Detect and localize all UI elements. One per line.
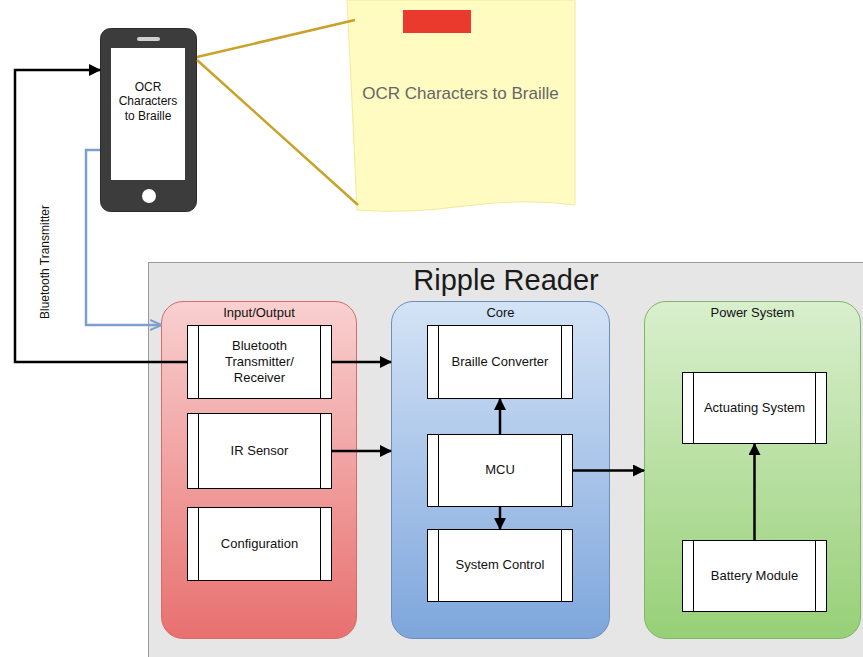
box-label: Braille Converter [452,354,549,370]
process-box: System Control [427,529,573,602]
box-label: Configuration [221,536,298,552]
box-label: MCU [485,462,515,478]
group-heading: Input/Output [162,305,356,321]
system-frame: Ripple ReaderInput/OutputBluetooth Trans… [148,262,863,657]
callout-line [197,60,358,205]
process-box: IR Sensor [187,413,332,489]
group-heading: Core [392,305,609,321]
core-group: CoreBraille ConverterMCU System Control [391,301,610,639]
group-heading: Power System [708,305,798,321]
power-group: Power SystemActuating SystemBattery Modu… [644,301,861,639]
process-box: MCU [427,434,573,507]
callout-line [197,20,355,57]
process-box: Bluetooth Transmitter/ Receiver [187,325,332,399]
box-label: IR Sensor [231,443,289,459]
note-text: OCR Characters to Braille [353,84,568,104]
io-group: Input/OutputBluetooth Transmitter/ Recei… [161,301,357,639]
process-box: Battery Module [682,540,827,612]
box-label: Actuating System [704,400,805,416]
process-box: Actuating System [682,372,827,444]
process-box: Configuration [187,507,332,581]
process-box: Braille Converter [427,325,573,399]
rotated-label: Bluetooth Transmitter [38,205,52,319]
box-label: Bluetooth Transmitter/ Receiver [202,338,317,387]
box-label: Battery Module [711,568,798,584]
frame-title: Ripple Reader [149,263,863,298]
sticky-note: OCR Characters to Braille [345,0,578,215]
screen-text: OCR Characters to Braille [113,80,183,123]
note-shape [345,0,578,215]
phone-device: OCR Characters to Braille [100,28,197,212]
box-label: System Control [456,557,545,573]
